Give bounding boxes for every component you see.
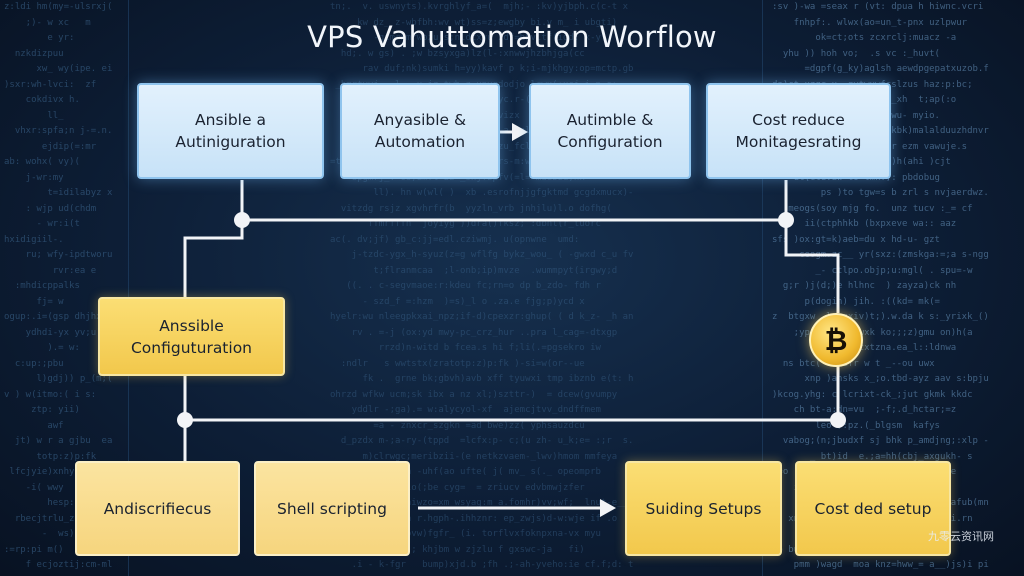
column-divider xyxy=(762,0,763,576)
junction-dot xyxy=(234,212,250,228)
node-label: Shell scripting xyxy=(277,499,387,518)
node-label: Andiscrifiecus xyxy=(103,499,212,518)
junction-dot xyxy=(830,412,846,428)
node-cost-ded-setup: Cost ded setup xyxy=(795,461,951,556)
node-anssible-configuturation: Anssible Configuturation xyxy=(98,297,285,376)
diagram-title: VPS Vahuttomation Worflow xyxy=(307,20,717,54)
watermark-text: 九零云资讯网 xyxy=(928,530,994,543)
column-divider xyxy=(128,0,129,576)
node-shell-scripting: Shell scripting xyxy=(254,461,410,556)
bitcoin-icon: ₿ xyxy=(809,313,863,367)
arrow-head-bottom xyxy=(600,499,616,517)
node-andiscrifiecus: Andiscrifiecus xyxy=(75,461,240,556)
connector-right-down xyxy=(784,220,840,313)
node-label: Autimble & Configuration xyxy=(557,111,663,151)
node-label: Cost reduce Monitagesrating xyxy=(735,111,862,151)
node-label: Anyasible & Automation xyxy=(373,111,467,151)
node-autimble-configuration: Autimble & Configuration xyxy=(529,83,691,179)
node-label: Suiding Setups xyxy=(645,499,762,518)
node-ansible-autiniguration: Ansible a Autiniguration xyxy=(137,83,324,179)
connector-mid-1-up xyxy=(183,220,244,298)
code-column-left: z:ldi hm(my=-ulsrxj( ;)- w xc m e yr: nz… xyxy=(4,2,113,576)
node-cost-reduce: Cost reduce Monitagesrating xyxy=(706,83,891,179)
node-label: Anssible Configuturation xyxy=(130,316,253,357)
junction-dot xyxy=(778,212,794,228)
node-label: Cost ded setup xyxy=(814,499,932,518)
connector-mid-bus xyxy=(183,376,838,422)
node-suiding-setups: Suiding Setups xyxy=(625,461,782,556)
node-anyasible-automation: Anyasible & Automation xyxy=(340,83,500,179)
junction-dot xyxy=(177,412,193,428)
arrow-head-top xyxy=(512,123,528,141)
node-label: Ansible a Autiniguration xyxy=(175,111,286,151)
